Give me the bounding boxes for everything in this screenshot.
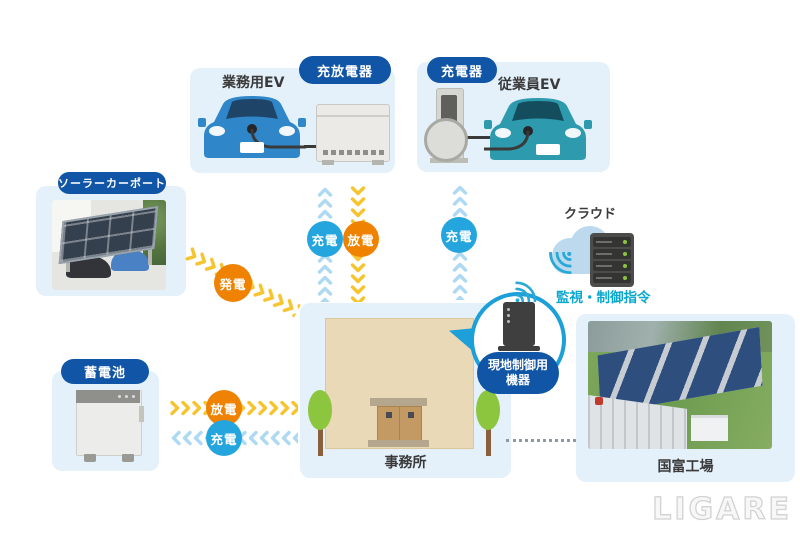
charge-cable: [304, 145, 318, 148]
charge-cable: [460, 136, 490, 139]
carport-post: [147, 236, 152, 265]
employee-ev-label: 従業員EV: [498, 77, 561, 93]
business-ev-label: 業務用EV: [222, 75, 285, 91]
employee-ev-car-icon: [484, 98, 592, 160]
badge-battery: 蓄電池: [61, 359, 149, 384]
door-step: [368, 440, 429, 447]
factory-label: 国富工場: [657, 459, 714, 475]
office-label: 事務所: [384, 455, 427, 471]
battery-handle: [139, 406, 144, 422]
office-doors: [377, 406, 422, 442]
factory-annex: [691, 418, 728, 442]
battery-foot: [122, 454, 134, 462]
battery-top-panel: [76, 390, 140, 403]
local-control-device-icon: [503, 302, 535, 346]
business-ev-car-icon: [198, 96, 306, 158]
cable-ring: [424, 118, 468, 162]
office-factory-dotted-link: [506, 439, 576, 442]
flow-charge-circle: 充電: [206, 420, 242, 456]
device-label-line1: 現地制御用: [487, 358, 548, 372]
carport-car-blue: [111, 250, 149, 272]
charger-foot: [322, 160, 334, 165]
tree-trunk: [318, 424, 323, 456]
badge-charge-discharge-unit: 充放電器: [299, 56, 391, 84]
device-label-line2: 機器: [505, 373, 530, 387]
factory-photo: [588, 321, 772, 449]
wifi-signal-icon-cloud: [549, 252, 572, 275]
server-rack-icon: [590, 233, 634, 287]
flow-charge-circle: 充電: [441, 217, 477, 253]
tree-trunk: [486, 424, 491, 456]
charger-foot: [372, 160, 384, 165]
wifi-signal-icon-device: [515, 281, 537, 302]
monitor-control-command-label: 監視・制御指令: [556, 290, 651, 306]
flow-generate-circle: 発電: [214, 264, 252, 302]
ligare-watermark-logo: LIGARE: [652, 491, 792, 527]
cloud-label: クラウド: [564, 207, 617, 222]
factory-logo-mark: [595, 397, 604, 406]
tree-icon: [476, 390, 500, 430]
flow-charge-circle: 充電: [307, 221, 343, 257]
local-control-device-base: [498, 346, 540, 351]
tree-icon: [308, 390, 332, 430]
flow-discharge-circle: 放電: [343, 221, 379, 257]
carport-car-dark: [65, 255, 112, 279]
battery-foot: [84, 454, 96, 462]
local-control-device-label: 現地制御用 機器: [477, 352, 559, 394]
charge-discharge-device-icon: [316, 104, 390, 162]
door-lintel: [370, 398, 427, 406]
solar-carport-photo: [52, 200, 166, 290]
badge-charger-unit: 充電器: [427, 57, 497, 83]
badge-solar-carport: ソーラーカーポート: [58, 172, 166, 194]
